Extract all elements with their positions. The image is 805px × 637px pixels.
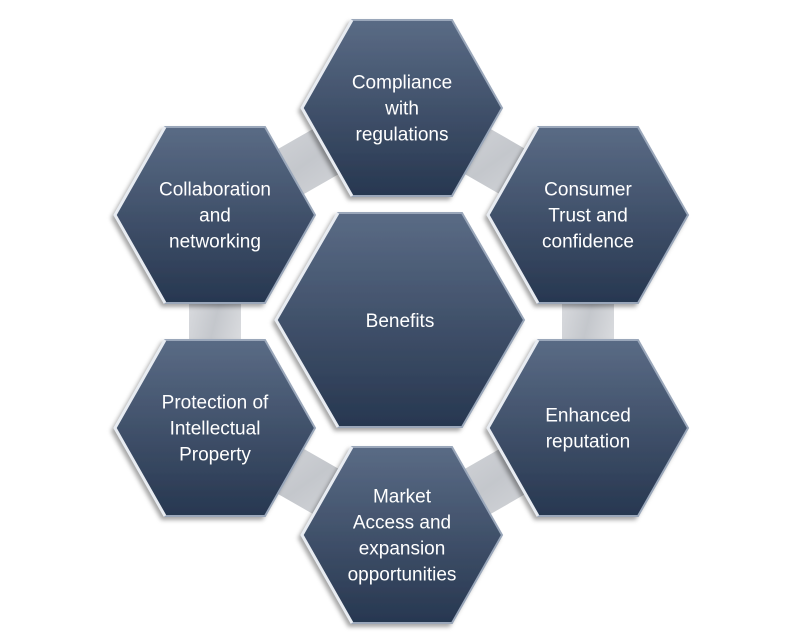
hexagon-collaboration-label-line: networking: [169, 232, 261, 253]
hexagon-consumer-trust-label-line: Consumer: [544, 180, 632, 201]
hexagon-market-access-label-line: Access and: [353, 513, 451, 534]
hexagon-reputation-label-line: Enhanced: [545, 406, 631, 427]
hexagon-center: Benefits: [274, 212, 526, 428]
hexagon-market-access-label-line: Market: [373, 487, 432, 508]
hexagon-compliance-bevel: [300, 19, 354, 197]
hexagon-collaboration: Collaboration and networking: [113, 126, 317, 304]
hexagon-consumer-trust-label-line: Trust and: [548, 206, 628, 227]
hexagon-ip-protection-label-line: Property: [179, 445, 251, 466]
hexagon-market-access-bevel: [300, 446, 354, 624]
hexagon-collaboration-label-line: and: [199, 206, 231, 227]
hexagon-ip-protection-bevel: [113, 339, 167, 517]
hexagon-ip-protection-label-line: Intellectual: [170, 419, 261, 440]
hexagon-consumer-trust-label-line: confidence: [542, 232, 634, 253]
hexagon-reputation: Enhanced reputation: [486, 339, 690, 517]
hexagon-consumer-trust-bevel: [486, 126, 540, 304]
hexagon-reputation-bevel: [486, 339, 540, 517]
hexagon-reputation-label-line: reputation: [546, 432, 631, 453]
hexagon-collaboration-bevel: [113, 126, 167, 304]
center-label: Benefits: [366, 311, 435, 332]
hexagon-compliance-label-line: Compliance: [352, 73, 452, 94]
hexagon-compliance-label-line: regulations: [356, 125, 449, 146]
hexagon-market-access-label-line: opportunities: [348, 565, 457, 586]
hexagon-compliance-label-line: with: [384, 99, 419, 120]
hexagon-ip-protection-label-line: Protection of: [162, 393, 269, 414]
hexagon-center-bevel: [274, 212, 340, 428]
hexagon-market-access-label-line: expansion: [359, 539, 446, 560]
hexagon-compliance: Compliance with regulations: [300, 19, 504, 197]
hexagon-collaboration-label-line: Collaboration: [159, 180, 271, 201]
